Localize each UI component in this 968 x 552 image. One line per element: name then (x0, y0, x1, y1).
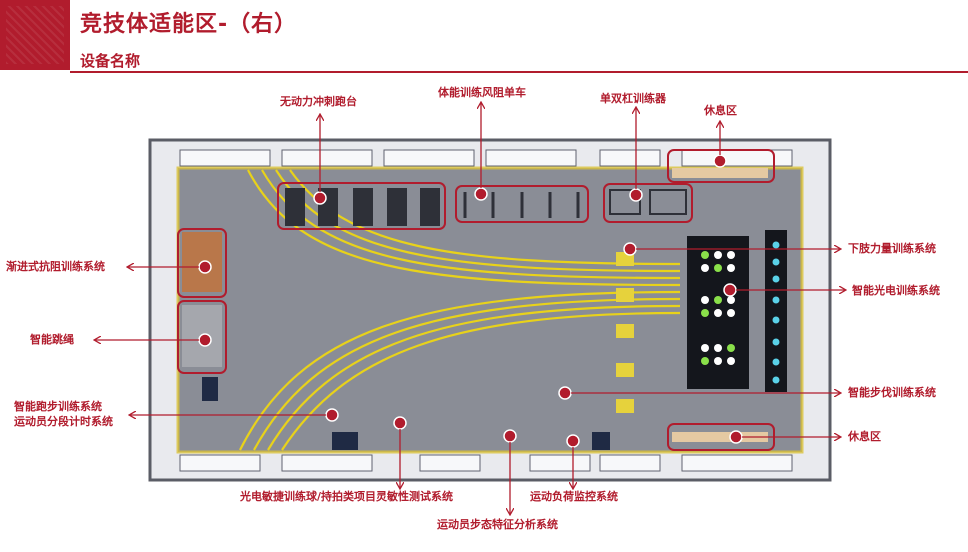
top-windows (179, 149, 793, 167)
label-photoelectric-training: 智能光电训练系统 (852, 284, 940, 297)
treadmill-row (285, 188, 440, 226)
label-sprint-treadmill: 无动力冲刺跑台 (280, 95, 357, 108)
label-progressive-resistance: 渐进式抗阻训练系统 (6, 260, 105, 273)
page-subtitle: 设备名称 (80, 52, 141, 70)
leg-training-pads (616, 252, 634, 413)
label-agility-ball-system: 光电敏捷训练球/持拍类项目灵敏性测试系统 (240, 490, 454, 503)
yellow-track-lanes (239, 169, 681, 451)
marker-dots (198, 154, 743, 448)
label-smart-running: 智能跑步训练系统 (14, 400, 102, 413)
bike-row (463, 192, 580, 218)
label-footwork-training: 智能步伐训练系统 (848, 386, 936, 399)
parallel-bars (609, 189, 687, 215)
bottom-windows (179, 454, 793, 472)
header-corner-block (0, 0, 70, 70)
rest-benches (672, 168, 768, 442)
label-gait-analysis: 运动员步态特征分析系统 (437, 518, 558, 531)
page-title: 竞技体适能区-（右） (80, 12, 298, 37)
light-training-panel (687, 230, 787, 392)
callout-arrows (95, 103, 845, 514)
label-lower-limb-strength: 下肢力量训练系统 (848, 242, 936, 255)
label-rest-area-top: 休息区 (704, 104, 737, 117)
kiosk-screens (202, 377, 610, 450)
header-rule (70, 71, 968, 73)
label-smart-rope: 智能跳绳 (30, 333, 74, 346)
label-air-bike: 体能训练风阻单车 (438, 86, 526, 99)
label-parallel-bars: 单双杠训练器 (600, 92, 666, 105)
label-load-monitoring: 运动负荷监控系统 (530, 490, 618, 503)
label-split-timing: 运动员分段计时系统 (14, 415, 113, 428)
label-rest-area-right: 休息区 (848, 430, 881, 443)
highlight-boxes (177, 149, 775, 451)
